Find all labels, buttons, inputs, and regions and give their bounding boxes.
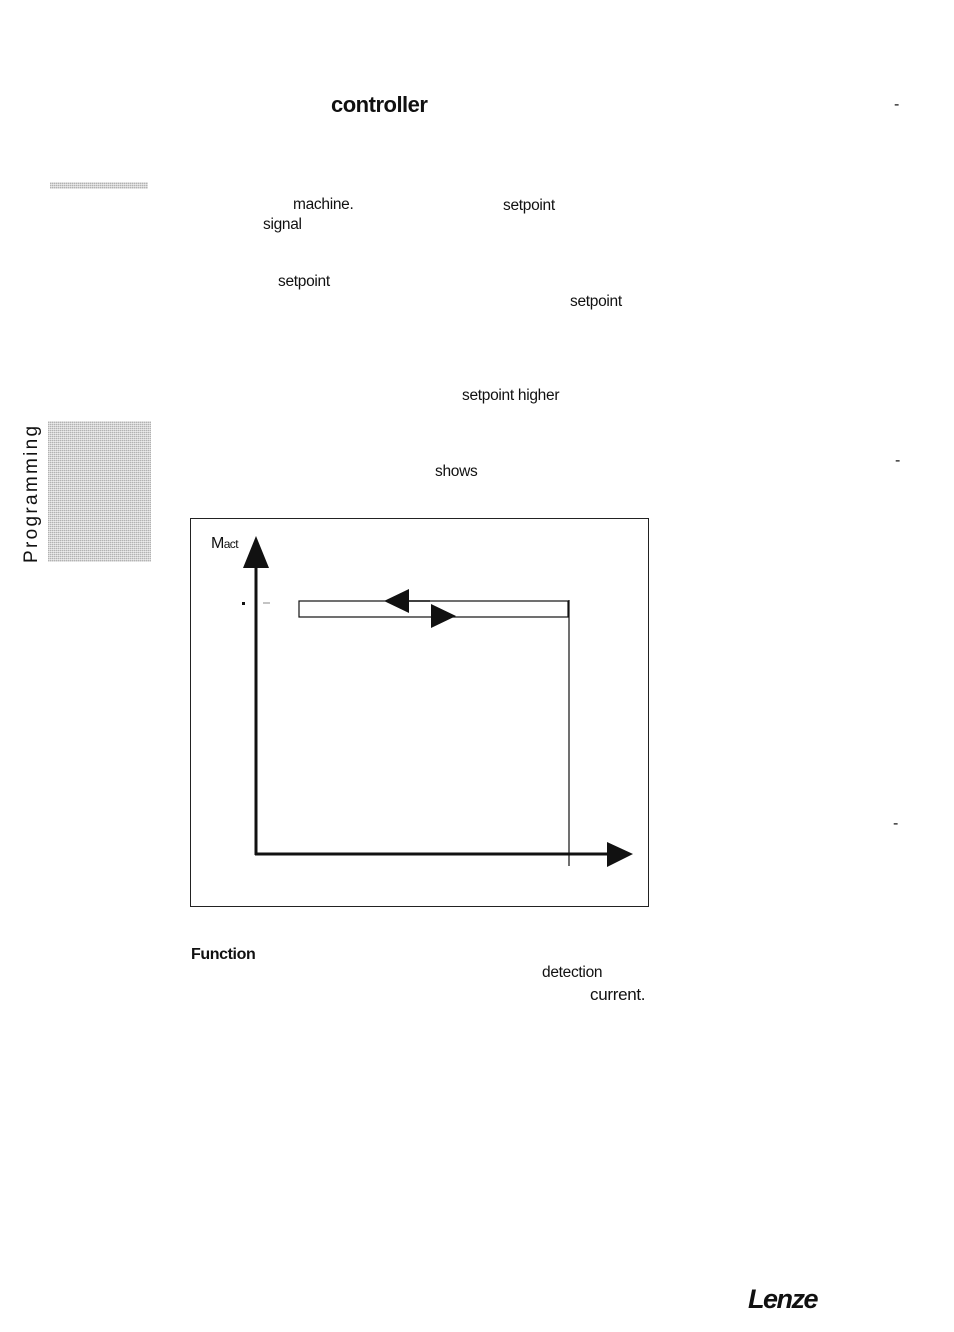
y-axis-label-main: M bbox=[211, 535, 224, 552]
text-fragment-setpoint-3: setpoint bbox=[570, 293, 622, 310]
margin-mark-1: - bbox=[894, 96, 900, 113]
page-title: controller bbox=[331, 92, 428, 117]
y-axis-label: Mact bbox=[211, 535, 239, 553]
margin-mark-3: - bbox=[893, 815, 899, 832]
text-fragment-setpoint-1: setpoint bbox=[503, 197, 555, 214]
margin-mark-2: - bbox=[895, 452, 901, 469]
text-fragment-signal: signal bbox=[263, 216, 302, 233]
figure-frame bbox=[190, 518, 649, 907]
text-fragment-setpoint-higher: setpoint higher bbox=[462, 387, 560, 404]
side-tab-label: Programming bbox=[21, 423, 42, 563]
text-fragment-shows: shows bbox=[435, 463, 478, 480]
function-fragment-detection: detection bbox=[542, 964, 603, 981]
y-axis-label-sub: act bbox=[223, 537, 239, 551]
function-fragment-current: current. bbox=[590, 985, 646, 1004]
function-heading: Function bbox=[191, 946, 256, 963]
shaded-marker-strip bbox=[50, 182, 148, 189]
text-fragment-setpoint-2: setpoint bbox=[278, 273, 330, 290]
side-tab-shade bbox=[48, 421, 151, 562]
lenze-logo: Lenze bbox=[748, 1284, 819, 1314]
text-fragment-machine: machine. bbox=[293, 196, 354, 213]
